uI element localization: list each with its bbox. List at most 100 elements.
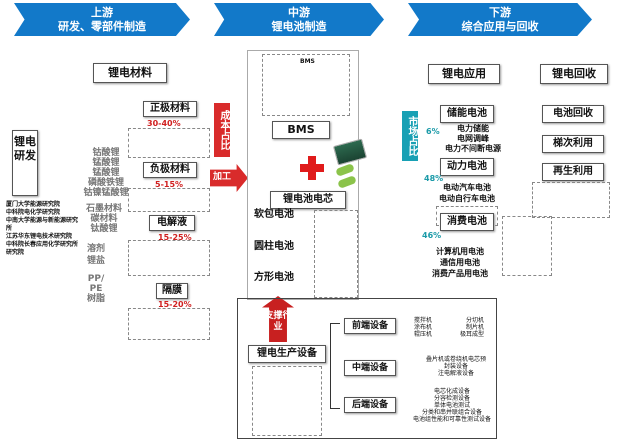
raw-item: 碳材料 xyxy=(90,214,118,224)
anode-raw-list: 石墨材料 碳材料 钛酸锂 xyxy=(76,204,132,234)
equipment-panel xyxy=(237,298,497,439)
equipment-bracket xyxy=(330,323,340,409)
raw-item: 锰酸锂 xyxy=(92,168,120,178)
cell-type-prismatic: 方形电池 xyxy=(254,272,294,283)
institute: 江苏华东锂电技术研究院 xyxy=(6,233,73,240)
application-item: 电网调峰 xyxy=(457,134,489,143)
application-item: 计算机用电池 xyxy=(436,247,484,256)
power-items: 电动汽车电池 电动自行车电池 xyxy=(424,182,510,204)
raw-item: 钛酸锂 xyxy=(90,224,118,234)
back-equipment-items: 电芯化成设备 分容检测设备 单体电池测试 分类和串并联组合设备 电池组性能和可靠… xyxy=(408,388,496,423)
equip-item: 电池组性能和可靠性测试设备 xyxy=(412,416,491,423)
market-share-tag: 市场占比 xyxy=(402,111,418,161)
institute: 中南大学能源与新能源研究所 xyxy=(6,217,79,232)
application-item: 通信用电池 xyxy=(440,258,480,267)
anode-pct: 5-15% xyxy=(155,180,184,189)
anode-company-list xyxy=(128,188,210,212)
equipment-company-list xyxy=(252,366,322,436)
downstream-title: 下游 xyxy=(489,6,511,19)
raw-item: PP/ xyxy=(87,274,105,284)
front-equipment-box: 前端设备 xyxy=(344,318,396,334)
equip-item: 封装设备 xyxy=(443,363,468,370)
midstream-header: 中游 锂电池制造 xyxy=(214,3,384,36)
downstream-header: 下游 综合应用与回收 xyxy=(408,3,592,36)
separator-box: 隔膜 xyxy=(156,283,188,299)
separator-raw-list: PP/ PE 树脂 xyxy=(78,274,114,304)
equip-item: 叠片机或卷绕机电芯预 xyxy=(425,356,486,363)
electrolyte-raw-list: 溶剂 锂盐 xyxy=(78,243,114,267)
equip-item: 电芯化成设备 xyxy=(433,388,470,395)
midstream-title: 中游 xyxy=(288,6,310,19)
recycle-item-regen: 再生利用 xyxy=(542,163,604,181)
cathode-box: 正极材料 xyxy=(143,101,197,117)
equip-item: 分容检测设备 xyxy=(433,395,470,402)
equip-item: 分切机 xyxy=(465,317,484,324)
equip-item: 制片机 xyxy=(465,324,484,331)
storage-battery-box: 储能电池 xyxy=(440,105,494,123)
recycle-item-battery: 电池回收 xyxy=(542,105,604,123)
application-item: 电动自行车电池 xyxy=(439,194,495,203)
recycle-title-box: 锂电回收 xyxy=(540,64,608,84)
midstream-panel xyxy=(247,50,359,300)
storage-items: 电力储能 电网调峰 电力不间断电源 xyxy=(438,124,508,154)
application-item: 电力不间断电源 xyxy=(445,144,501,153)
process-label: 加工 xyxy=(213,172,232,182)
equip-item: 搅拌机 xyxy=(414,317,433,324)
cell-type-soft: 软包电池 xyxy=(254,209,294,220)
recycle-company-list xyxy=(532,182,610,218)
raw-item: 树脂 xyxy=(86,294,105,304)
bms-list-title: BMS xyxy=(300,58,315,65)
battery-cells-image xyxy=(335,163,357,190)
cell-company-list xyxy=(314,210,358,298)
separator-pct: 15-20% xyxy=(158,300,192,309)
cathode-raw-list: 钴酸锂 锰酸锂 锰酸锂 磷酸铁锂 钴镍锰酸锂 xyxy=(76,148,136,198)
upstream-title: 上游 xyxy=(91,6,113,19)
consumer-battery-box: 消费电池 xyxy=(440,213,494,231)
application-item: 电力储能 xyxy=(457,124,489,133)
cost-share-tag: 成本占比 xyxy=(214,103,230,157)
raw-item: 石墨材料 xyxy=(85,204,122,214)
raw-item: 锰酸锂 xyxy=(92,158,120,168)
apply-title-box: 锂电应用 xyxy=(428,64,500,84)
research-institutes: 厦门大学能源研究院 中科院电化学研究院 中南大学能源与新能源研究所 江苏华东锂电… xyxy=(6,201,78,257)
back-equipment-box: 后端设备 xyxy=(344,397,396,413)
institute: 中科院长春应用化学研究所研究院 xyxy=(6,241,79,256)
consumer-items: 计算机用电池 通信用电池 消费产品用电池 xyxy=(420,246,500,279)
consumer-company-list xyxy=(502,216,552,276)
equip-item: 涂布机 xyxy=(414,324,433,331)
equip-item: 辊压机 xyxy=(414,331,433,338)
upstream-header: 上游 研发、零部件制造 xyxy=(14,3,190,36)
raw-item: 溶剂 xyxy=(86,244,105,254)
front-equipment-items: 搅拌机 分切机 涂布机 制片机 辊压机 极耳成型 xyxy=(414,317,484,338)
downstream-subtitle: 综合应用与回收 xyxy=(461,20,539,33)
bms-box: BMS xyxy=(272,121,330,139)
power-battery-box: 动力电池 xyxy=(440,158,494,176)
red-cross-icon xyxy=(300,156,324,180)
raw-item: 钴镍锰酸锂 xyxy=(83,188,129,198)
cell-type-cylinder: 圆柱电池 xyxy=(254,241,294,252)
support-label: 支撑行业 xyxy=(264,311,292,332)
materials-title-box: 锂电材料 xyxy=(93,63,167,83)
equip-item: 极耳成型 xyxy=(459,331,484,338)
electrolyte-company-list xyxy=(128,240,210,276)
institute: 厦门大学能源研究院 xyxy=(6,201,61,208)
cathode-company-list xyxy=(128,128,210,158)
raw-item: PE xyxy=(89,284,103,294)
cell-title-box: 锂电池电芯 xyxy=(270,191,346,209)
application-item: 消费产品用电池 xyxy=(432,269,488,278)
bms-company-list xyxy=(262,54,350,116)
equip-item: 分类和串并联组合设备 xyxy=(421,409,482,416)
raw-item: 锂盐 xyxy=(86,256,105,266)
equip-item: 注电解液设备 xyxy=(437,370,474,377)
upstream-subtitle: 研发、零部件制造 xyxy=(58,20,146,33)
middle-equipment-items: 叠片机或卷绕机电芯预 封装设备 注电解液设备 xyxy=(416,356,496,377)
application-item: 电动汽车电池 xyxy=(443,183,491,192)
raw-item: 钴酸锂 xyxy=(92,148,120,158)
storage-pct: 6% xyxy=(426,127,440,136)
middle-equipment-box: 中端设备 xyxy=(344,360,396,376)
electrolyte-pct: 15-25% xyxy=(158,233,192,242)
consumer-pct: 46% xyxy=(422,231,442,240)
anode-box: 负极材料 xyxy=(143,162,197,178)
cathode-pct: 30-40% xyxy=(147,119,181,128)
institute: 中科院电化学研究院 xyxy=(6,209,61,216)
